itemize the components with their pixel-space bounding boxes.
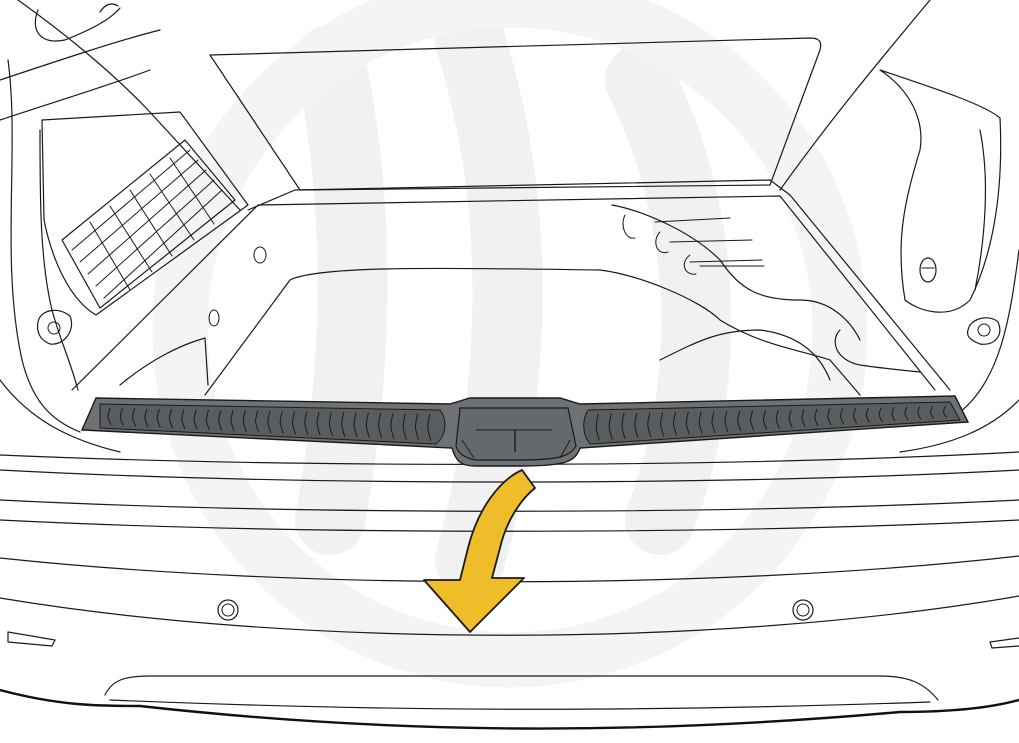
left-lamp-detail: [100, 4, 118, 12]
right-wall-latch: [920, 258, 936, 282]
left-reflector: [8, 632, 55, 646]
tie-down-left: [38, 310, 72, 344]
watermark: [180, 0, 840, 660]
left-lamp-housing: [35, 8, 120, 41]
bumper-line-6: [0, 596, 1019, 635]
left-trunk-edge: [8, 60, 80, 432]
tie-down-right: [968, 318, 1000, 344]
center-handle: [456, 408, 576, 460]
floor-hole-left: [209, 310, 219, 326]
floor-curl-1: [623, 215, 635, 238]
left-wall-upper-3: [0, 70, 150, 120]
right-reflector: [990, 638, 1019, 648]
right-wall-panel: [880, 70, 1001, 312]
parking-sensor-left: [218, 600, 238, 620]
floor-hole-top: [254, 247, 266, 263]
left-trunk-wall: [40, 130, 78, 390]
left-wall-upper-2: [0, 30, 160, 80]
lower-bumper-trim-inner: [110, 700, 930, 709]
parking-sensor-right: [793, 600, 813, 620]
